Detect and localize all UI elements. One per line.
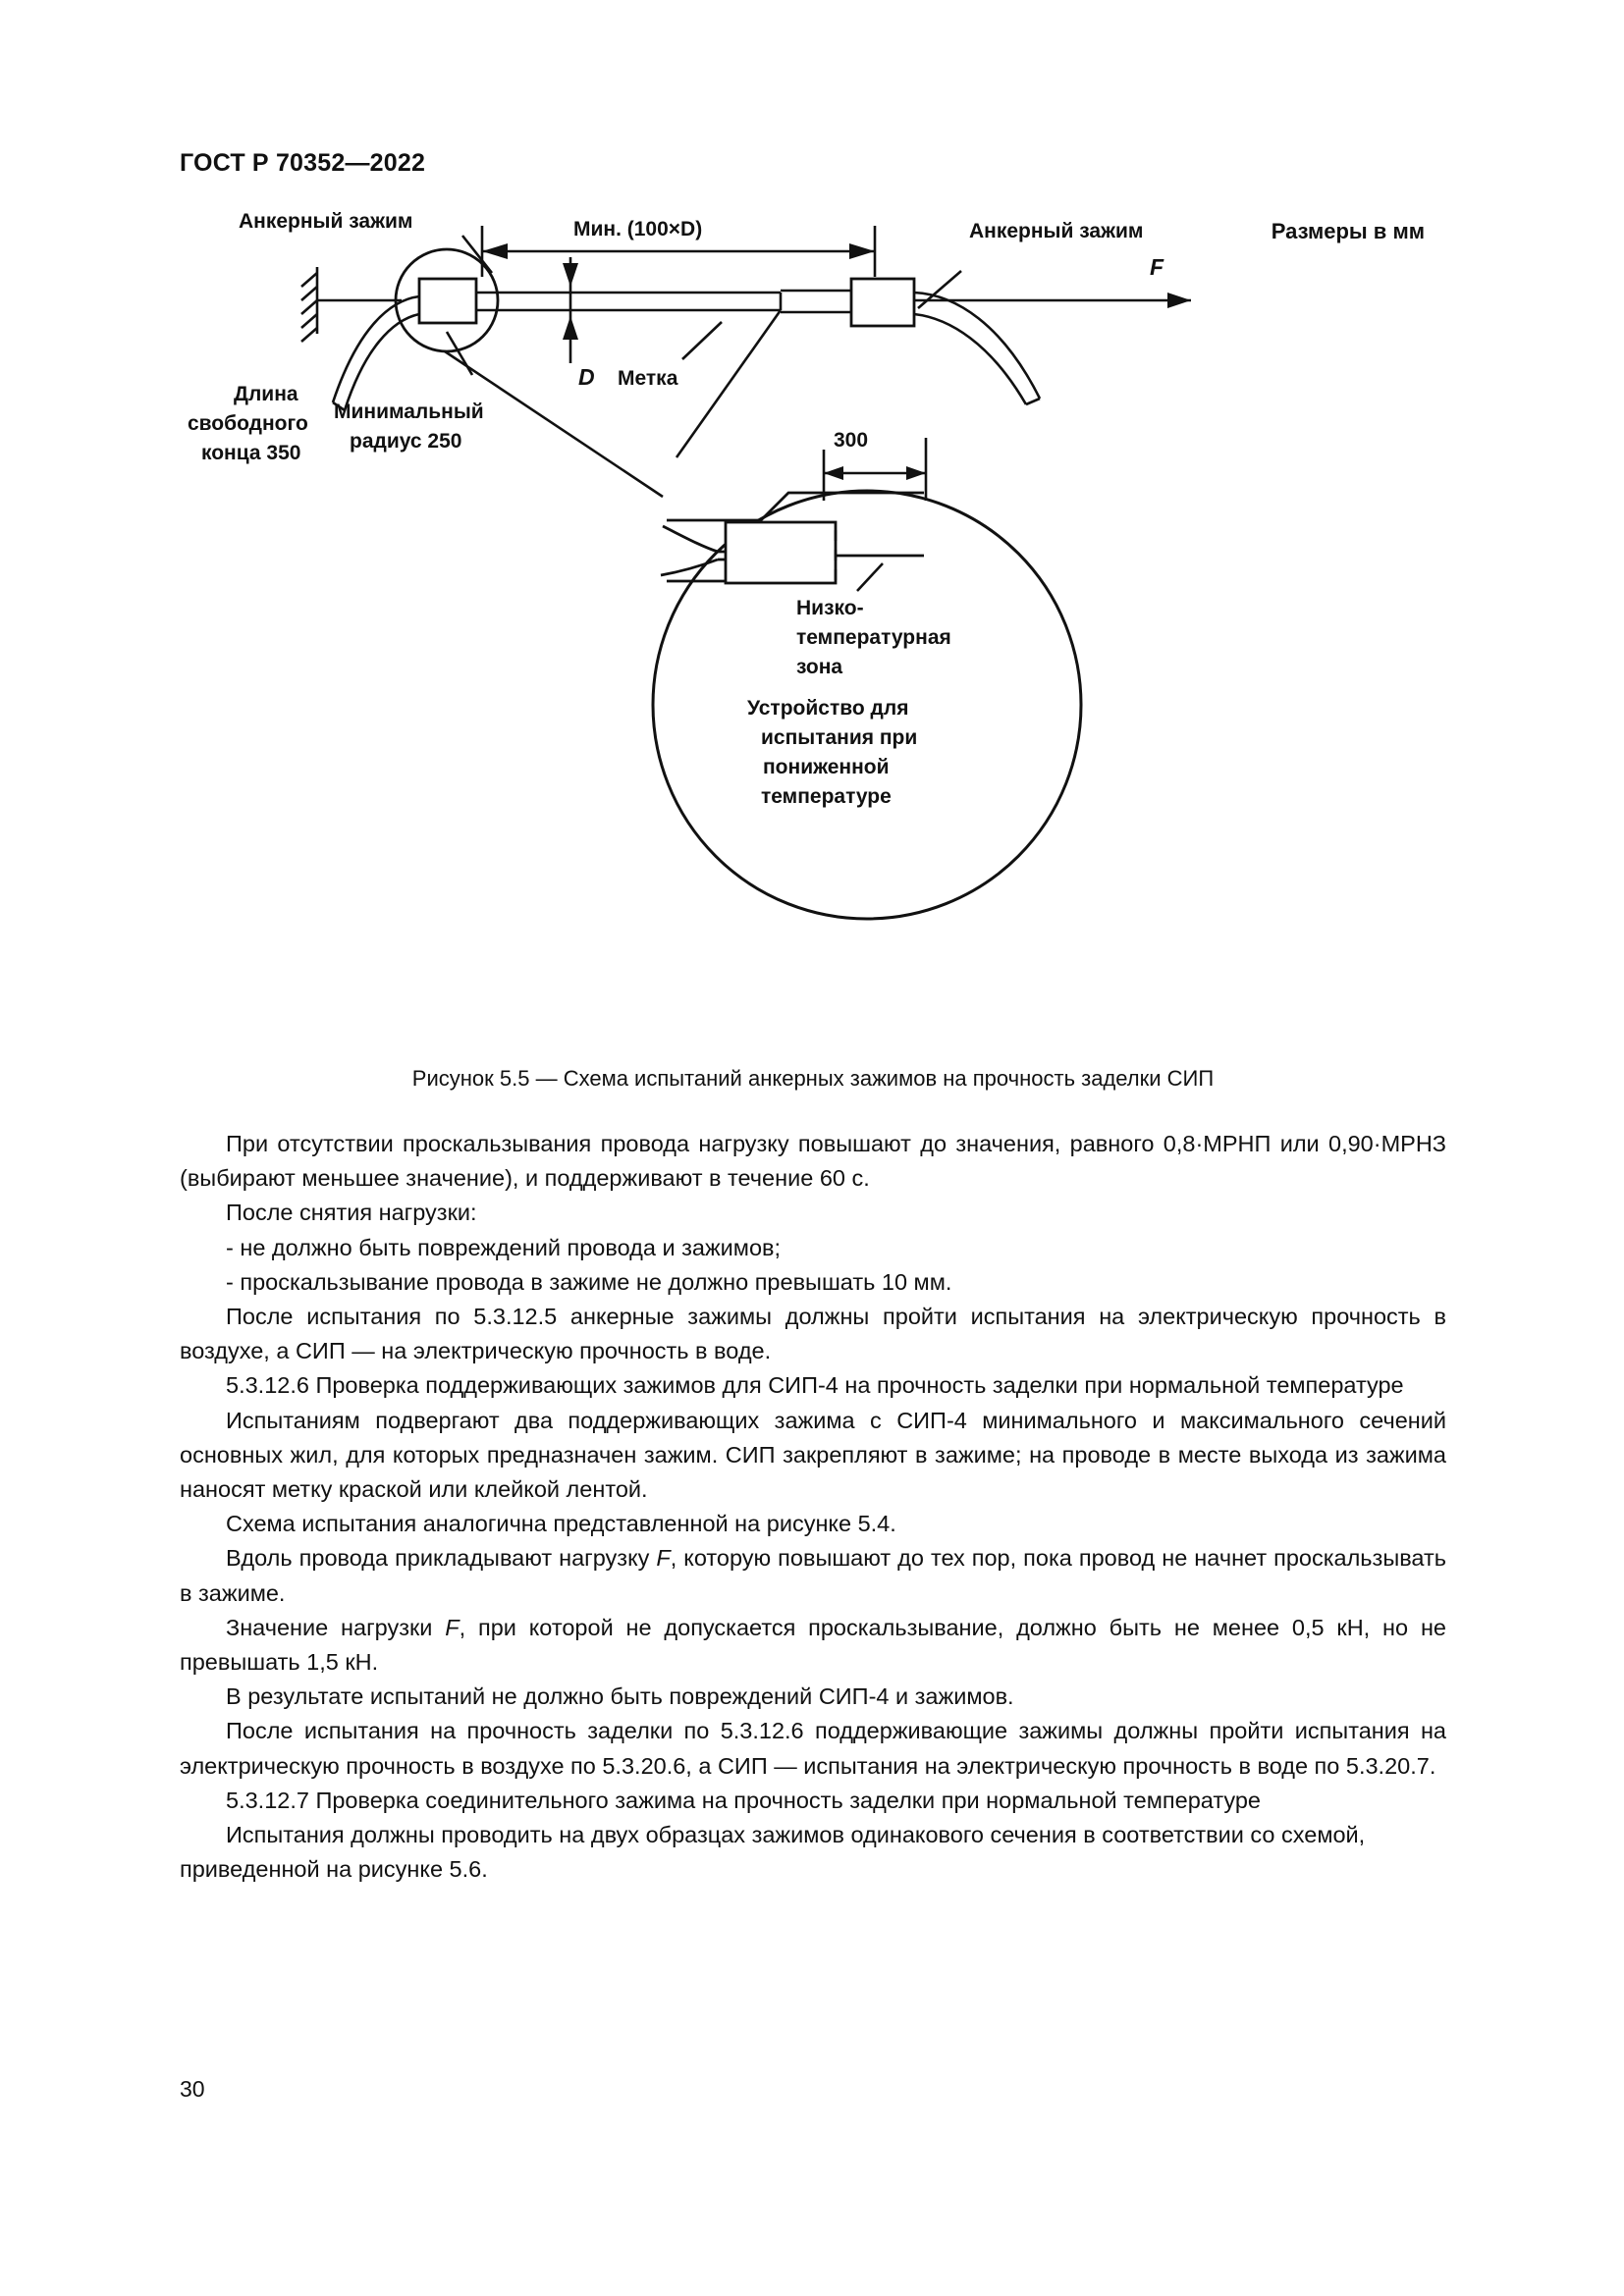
diameter-arrow-down — [563, 316, 578, 340]
body-text-column: При отсутствии проскальзывания провода н… — [180, 1127, 1446, 1887]
figure-caption: Рисунок 5.5 — Схема испытаний анкерных з… — [411, 1066, 1215, 1091]
list-item-1: - не должно быть повреждений провода и з… — [226, 1234, 782, 1260]
list-item-2: - проскальзывание провода в зажиме не до… — [226, 1268, 952, 1295]
conductor-main — [476, 289, 851, 314]
anchor-clamp-left-body — [417, 277, 478, 325]
min-radius-label: Минимальный радиус 250 — [334, 400, 484, 453]
force-symbol-inline-1: F — [656, 1545, 671, 1572]
low-temp-device-line3: пониженной — [763, 756, 890, 778]
low-temp-zone-line3: зона — [796, 656, 842, 678]
document-standard-header: ГОСТ Р 70352—2022 — [180, 149, 426, 177]
anchor-clamp-right-body — [849, 277, 916, 328]
free-end-length-label: Длина свободного конца 350 — [188, 383, 308, 464]
free-end-length-line2: свободного — [188, 412, 308, 435]
detail-clamp-body — [724, 520, 838, 585]
figure-units-note: Размеры в мм — [1271, 219, 1425, 243]
free-end-right-conductor — [913, 291, 1042, 406]
paragraph-8: В результате испытаний не должно быть по… — [226, 1683, 1014, 1710]
min-span-arrow-right — [849, 243, 875, 259]
paragraph-9: После испытания на прочность заделки по … — [180, 1718, 1446, 1779]
diameter-label: D — [578, 364, 595, 390]
low-temp-device-line4: температуре — [761, 785, 892, 808]
free-end-left-conductor — [331, 294, 420, 412]
force-label: F — [1150, 254, 1164, 280]
paragraph-10: Испытания должны проводить на двух образ… — [180, 1822, 1366, 1883]
force-arrow-head — [1167, 293, 1191, 308]
force-symbol-inline-2: F — [445, 1614, 460, 1640]
low-temp-device-line1: Устройство для — [747, 697, 908, 720]
paragraph-6-part-a: Вдоль провода прикладывают нагрузку — [226, 1545, 657, 1572]
min-span-arrow-left — [482, 243, 508, 259]
paragraph-7-part-a: Значение нагрузки — [226, 1614, 446, 1640]
page-number: 30 — [180, 2076, 205, 2102]
clause-5-3-12-7-heading: 5.3.12.7 Проверка соединительного зажима… — [226, 1787, 1261, 1813]
detail-dim-arrow-left — [824, 466, 843, 480]
detail-dim-arrow-right — [906, 466, 926, 480]
low-temp-zone-label: Низко- температурная зона — [796, 597, 951, 678]
paragraph-6-part-b: , которую повышают до тех пор, пока пров… — [180, 1545, 1446, 1606]
leader-low-temp-zone — [856, 562, 884, 592]
leader-anchor-clamp-left — [460, 235, 494, 274]
paragraph-7-part-b: , при которой не допускается проскальзыв… — [180, 1614, 1446, 1676]
anchor-clamp-left-label: Анкерный зажим — [239, 210, 412, 233]
anchor-clamp-right-label: Анкерный зажим — [969, 220, 1143, 242]
paragraph-4: Испытаниям подвергают два поддерживающих… — [180, 1407, 1446, 1503]
diameter-arrow-up — [563, 263, 578, 287]
min-radius-line2: радиус 250 — [350, 430, 461, 453]
free-end-length-line1: Длина — [234, 383, 298, 405]
detail-callout-cone — [444, 309, 783, 499]
paragraph-1: При отсутствии проскальзывания провода н… — [180, 1131, 1446, 1192]
clause-5-3-12-6-heading: 5.3.12.6 Проверка поддерживающих зажимов… — [226, 1372, 1404, 1399]
low-temp-device-label: Устройство для испытания при пониженной … — [747, 697, 917, 808]
free-end-length-line3: конца 350 — [201, 442, 300, 464]
wall-support-icon — [300, 267, 319, 343]
min-span-label: Мин. (100×D) — [573, 218, 702, 240]
paragraph-7: Значение нагрузки F, при которой не допу… — [180, 1611, 1446, 1680]
paragraph-3: После испытания по 5.3.12.5 анкерные заж… — [180, 1304, 1446, 1364]
leader-anchor-clamp-right — [917, 270, 962, 309]
figure-5-5-drawing: F Мин. (100×D) D — [188, 210, 1191, 921]
paragraph-5: Схема испытания аналогична представленно… — [226, 1511, 896, 1537]
low-temp-zone-line1: Низко- — [796, 597, 864, 619]
low-temp-device-line2: испытания при — [761, 726, 917, 749]
leader-mark — [681, 321, 723, 360]
min-radius-line1: Минимальный — [334, 400, 484, 423]
detail-view-circle — [651, 489, 1083, 921]
detail-dimension-label: 300 — [834, 429, 868, 452]
paragraph-6: Вдоль провода прикладывают нагрузку F, к… — [180, 1541, 1446, 1610]
paragraph-2: После снятия нагрузки: — [226, 1200, 477, 1226]
figure-5-5: Размеры в мм — [180, 206, 1446, 1099]
mark-label: Метка — [618, 367, 678, 390]
low-temp-zone-line2: температурная — [796, 626, 951, 649]
